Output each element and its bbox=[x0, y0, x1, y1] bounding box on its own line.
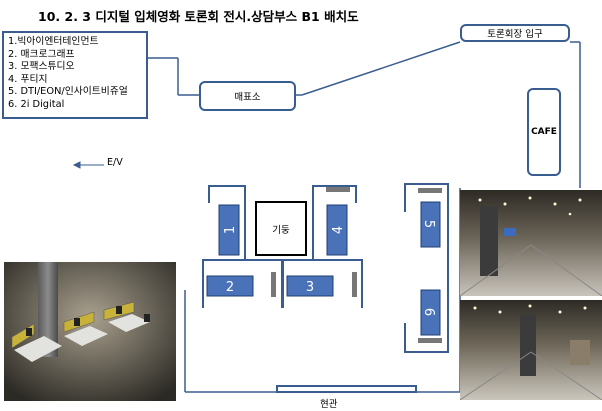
booth-3-counter bbox=[286, 275, 334, 297]
booth-2-panel bbox=[271, 272, 276, 297]
booth-3-panel bbox=[352, 272, 357, 297]
legend-item-2: 2. 매크로그래프 bbox=[8, 48, 75, 60]
booth-6-number: 6 bbox=[421, 308, 436, 316]
booth-legend: 1.빅아이엔터테인먼트 2. 매크로그래프 3. 모팩스튜디오 4. 푸티지 5… bbox=[2, 31, 148, 119]
venue-photo-top bbox=[460, 190, 602, 296]
pillar: 기둥 bbox=[255, 201, 307, 256]
legend-item-5: 5. DTI/EON/인사이트비쥬얼 bbox=[8, 86, 128, 98]
page-title: 10. 2. 3 디지털 입체영화 토론회 전시.상담부스 B1 배치도 bbox=[38, 9, 359, 24]
booth-4-counter bbox=[326, 204, 348, 256]
main-entrance-label: 현관 bbox=[320, 399, 338, 410]
forum-entrance: 토론회장 입구 bbox=[460, 24, 570, 42]
cafe: CAFE bbox=[527, 88, 561, 176]
booth-1-counter bbox=[218, 204, 240, 256]
legend-item-1: 1.빅아이엔터테인먼트 bbox=[8, 36, 99, 47]
legend-item-6: 6. 2i Digital bbox=[8, 98, 65, 110]
ticket-office: 매표소 bbox=[199, 81, 296, 111]
booth-4-enclosure bbox=[312, 185, 357, 260]
booth-2-counter bbox=[206, 275, 254, 297]
legend-item-3: 3. 모팩스튜디오 bbox=[8, 61, 75, 73]
legend-item-4: 4. 푸티지 bbox=[8, 73, 48, 85]
booth-6-counter bbox=[420, 289, 441, 336]
booth-3-number: 3 bbox=[306, 280, 314, 295]
booth-3d-rendering bbox=[4, 262, 176, 401]
booth-1-enclosure bbox=[208, 185, 246, 260]
booth-2-number: 2 bbox=[226, 280, 234, 295]
venue-photo-bottom bbox=[460, 300, 602, 400]
main-entrance-bar bbox=[276, 385, 417, 393]
booth-5-number: 5 bbox=[421, 220, 436, 228]
booth-5-6-enclosure bbox=[404, 183, 449, 353]
booth-1-number: 1 bbox=[223, 226, 238, 234]
booth-5-counter bbox=[420, 201, 441, 248]
ev-arrow bbox=[72, 161, 104, 169]
booth-5-panel bbox=[418, 188, 442, 193]
booth-3-enclosure bbox=[282, 259, 363, 308]
booth-4-number: 4 bbox=[331, 226, 346, 234]
wall bbox=[301, 41, 461, 96]
elevator-label: E/V bbox=[107, 157, 123, 168]
booth-4-panel bbox=[326, 187, 350, 192]
booth-6-panel bbox=[418, 338, 442, 343]
